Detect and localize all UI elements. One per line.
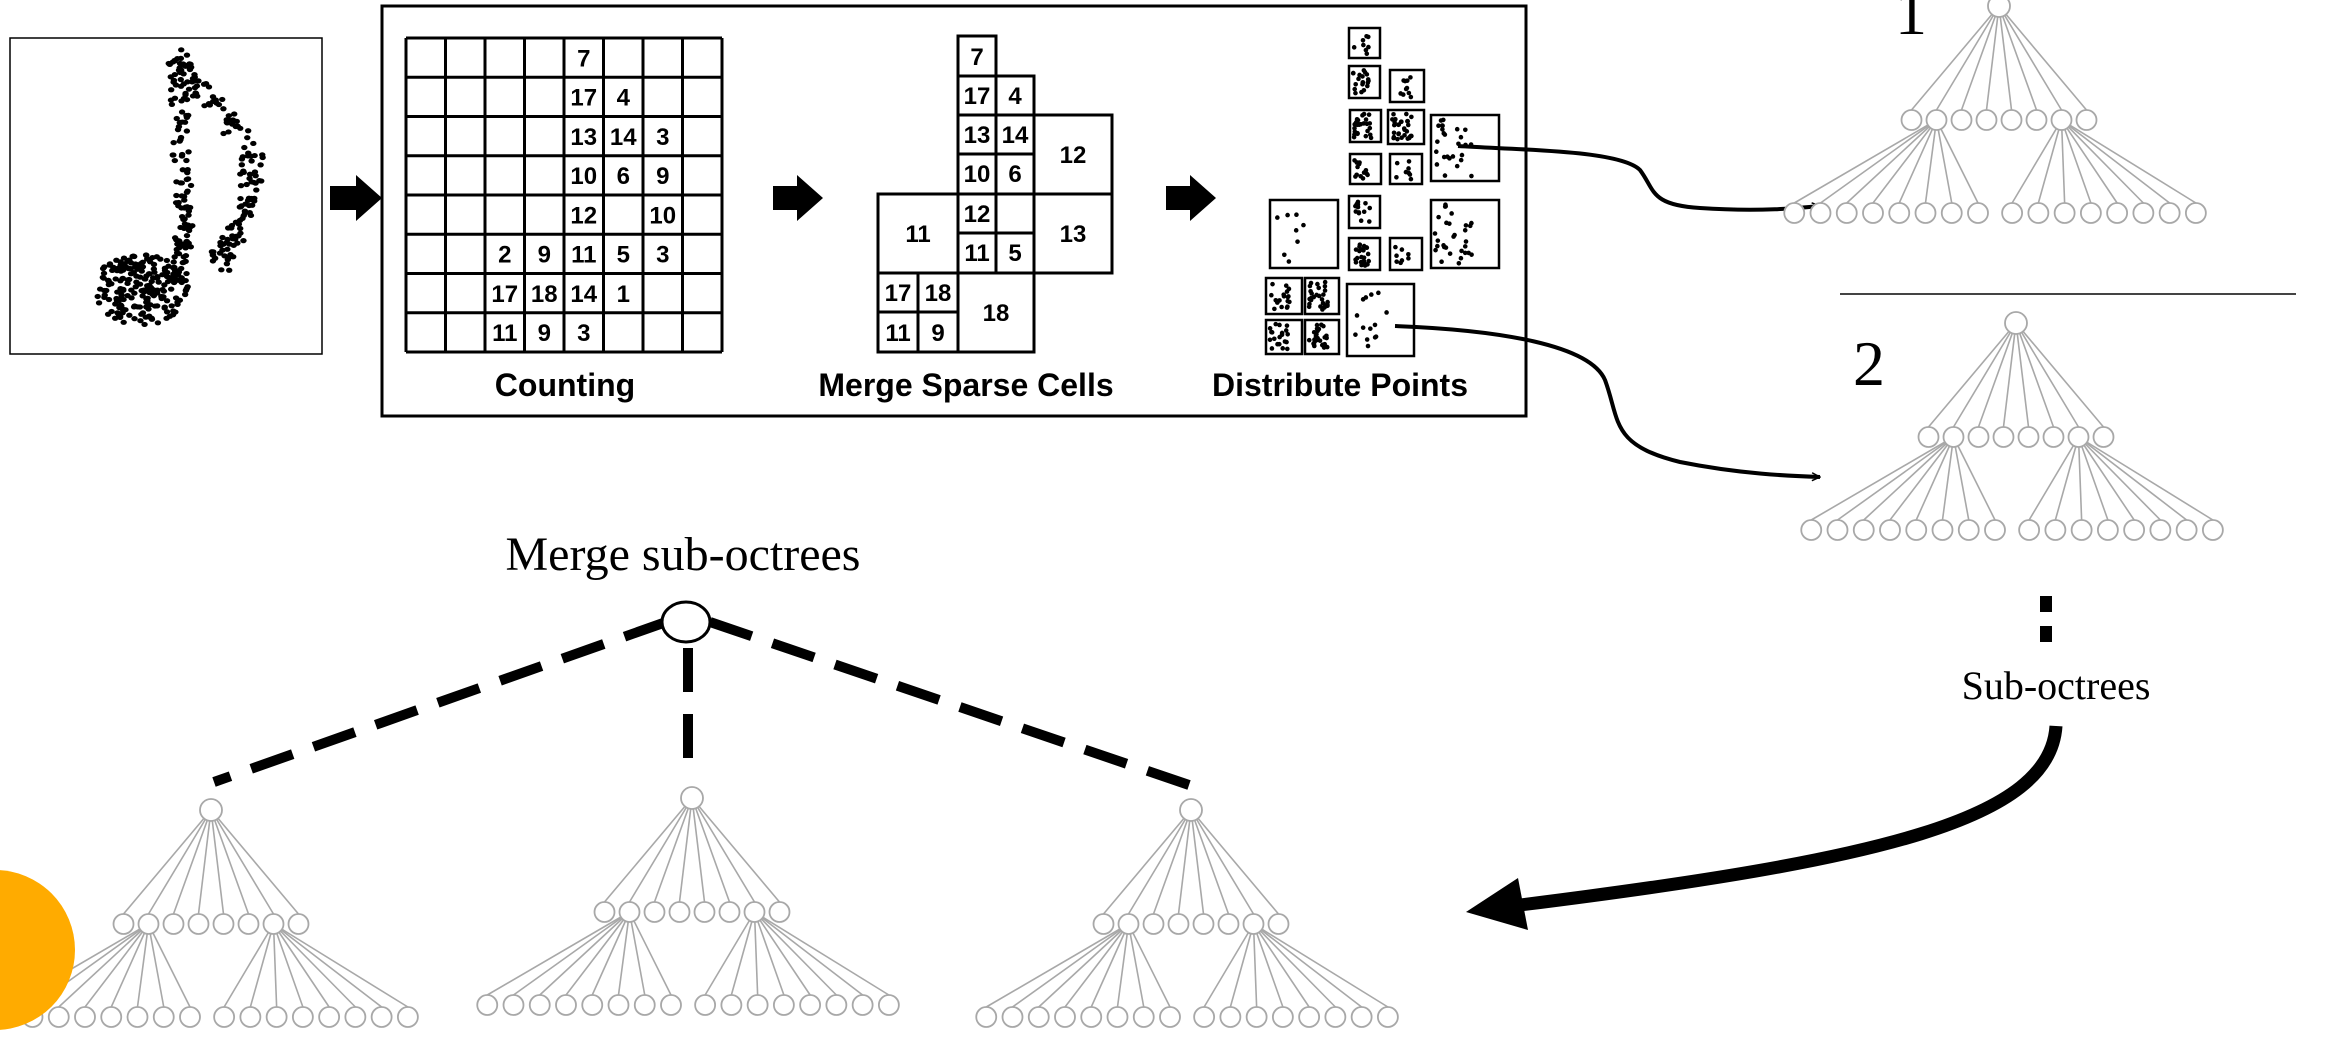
merged-cell-label: 17 <box>964 83 991 110</box>
count-cell-value: 7 <box>577 45 590 72</box>
count-cell-value: 14 <box>610 124 637 151</box>
curved-arrow-to-tree-2 <box>1394 324 1820 477</box>
merged-cell-label: 10 <box>964 161 991 188</box>
orange-decor-circle <box>0 870 75 1030</box>
count-cell-value: 13 <box>570 124 597 151</box>
count-cell-value: 11 <box>571 242 596 269</box>
merge-root-node <box>660 600 712 644</box>
merge-dashed-links <box>212 617 1194 791</box>
count-cell-value: 18 <box>531 281 558 308</box>
merge-arrow <box>1519 725 2063 912</box>
merged-sub-octree-left <box>0 798 419 1028</box>
merged-cell-label: 13 <box>964 122 991 149</box>
merged-cell-label: 13 <box>1060 221 1087 248</box>
tree-index-1: 1 <box>1895 0 1927 48</box>
count-cell-value: 10 <box>570 163 597 190</box>
count-cell-value: 17 <box>570 85 597 112</box>
merged-cells-layout <box>876 34 1114 354</box>
step-label-merge-sparse-cells: Merge Sparse Cells <box>818 367 1113 403</box>
music-note-point-cloud <box>94 47 266 328</box>
merged-cell-label: 11 <box>885 320 910 347</box>
merge-title: Merge sub-octrees <box>506 528 861 581</box>
count-cell-value: 12 <box>570 202 597 229</box>
merged-cell-label: 17 <box>885 280 912 307</box>
merged-cell-label: 11 <box>964 240 989 267</box>
count-cell-value: 5 <box>617 242 630 269</box>
merged-cell-label: 18 <box>983 300 1010 327</box>
step-label-counting: Counting <box>495 367 635 403</box>
count-cell-value: 3 <box>656 124 669 151</box>
distributed-point-boxes <box>1264 26 1501 358</box>
merged-sub-octree-middle <box>476 786 900 1016</box>
merged-cell-label: 12 <box>964 201 991 228</box>
merged-cell-label: 5 <box>1008 240 1021 267</box>
merged-sub-octree-right <box>975 798 1399 1028</box>
tree-index-2: 2 <box>1853 328 1885 399</box>
count-cell-value: 1 <box>617 281 630 308</box>
count-cell-value: 9 <box>538 242 551 269</box>
merged-cell-label: 14 <box>1002 122 1029 149</box>
arrow-into-pipeline-icon <box>330 175 382 221</box>
count-cell-value: 4 <box>617 85 631 112</box>
merged-cell-label: 4 <box>1008 83 1022 110</box>
merge-arrow-head-icon <box>1466 878 1528 930</box>
arrow-step1-icon <box>773 175 823 221</box>
count-cell-value: 6 <box>617 163 630 190</box>
count-cell-value: 3 <box>577 320 590 347</box>
count-cell-value: 14 <box>570 281 597 308</box>
curved-arrow-to-tree-1 <box>1457 144 1820 212</box>
count-cell-value: 17 <box>491 281 518 308</box>
step-label-distribute-points: Distribute Points <box>1212 367 1468 403</box>
merged-cell-label: 6 <box>1008 161 1021 188</box>
count-cell-value: 9 <box>656 163 669 190</box>
input-point-cloud-panel <box>9 37 323 355</box>
count-cell-value: 10 <box>649 202 676 229</box>
count-cell-value: 3 <box>656 242 669 269</box>
count-cell-value: 9 <box>538 320 551 347</box>
merged-cell-label: 11 <box>905 221 930 248</box>
count-cell-value: 11 <box>492 320 517 347</box>
merged-cell-label: 9 <box>931 320 944 347</box>
merged-cell-label: 7 <box>970 44 983 71</box>
merged-cell-label: 18 <box>925 280 952 307</box>
sub-octrees-label: Sub-octrees <box>1962 663 2151 708</box>
sub-octree-1 <box>1783 0 2207 224</box>
count-cell-value: 2 <box>498 242 511 269</box>
merged-cell-label: 12 <box>1060 142 1087 169</box>
arrow-step2-icon <box>1166 175 1216 221</box>
sub-octree-2 <box>1800 311 2224 541</box>
